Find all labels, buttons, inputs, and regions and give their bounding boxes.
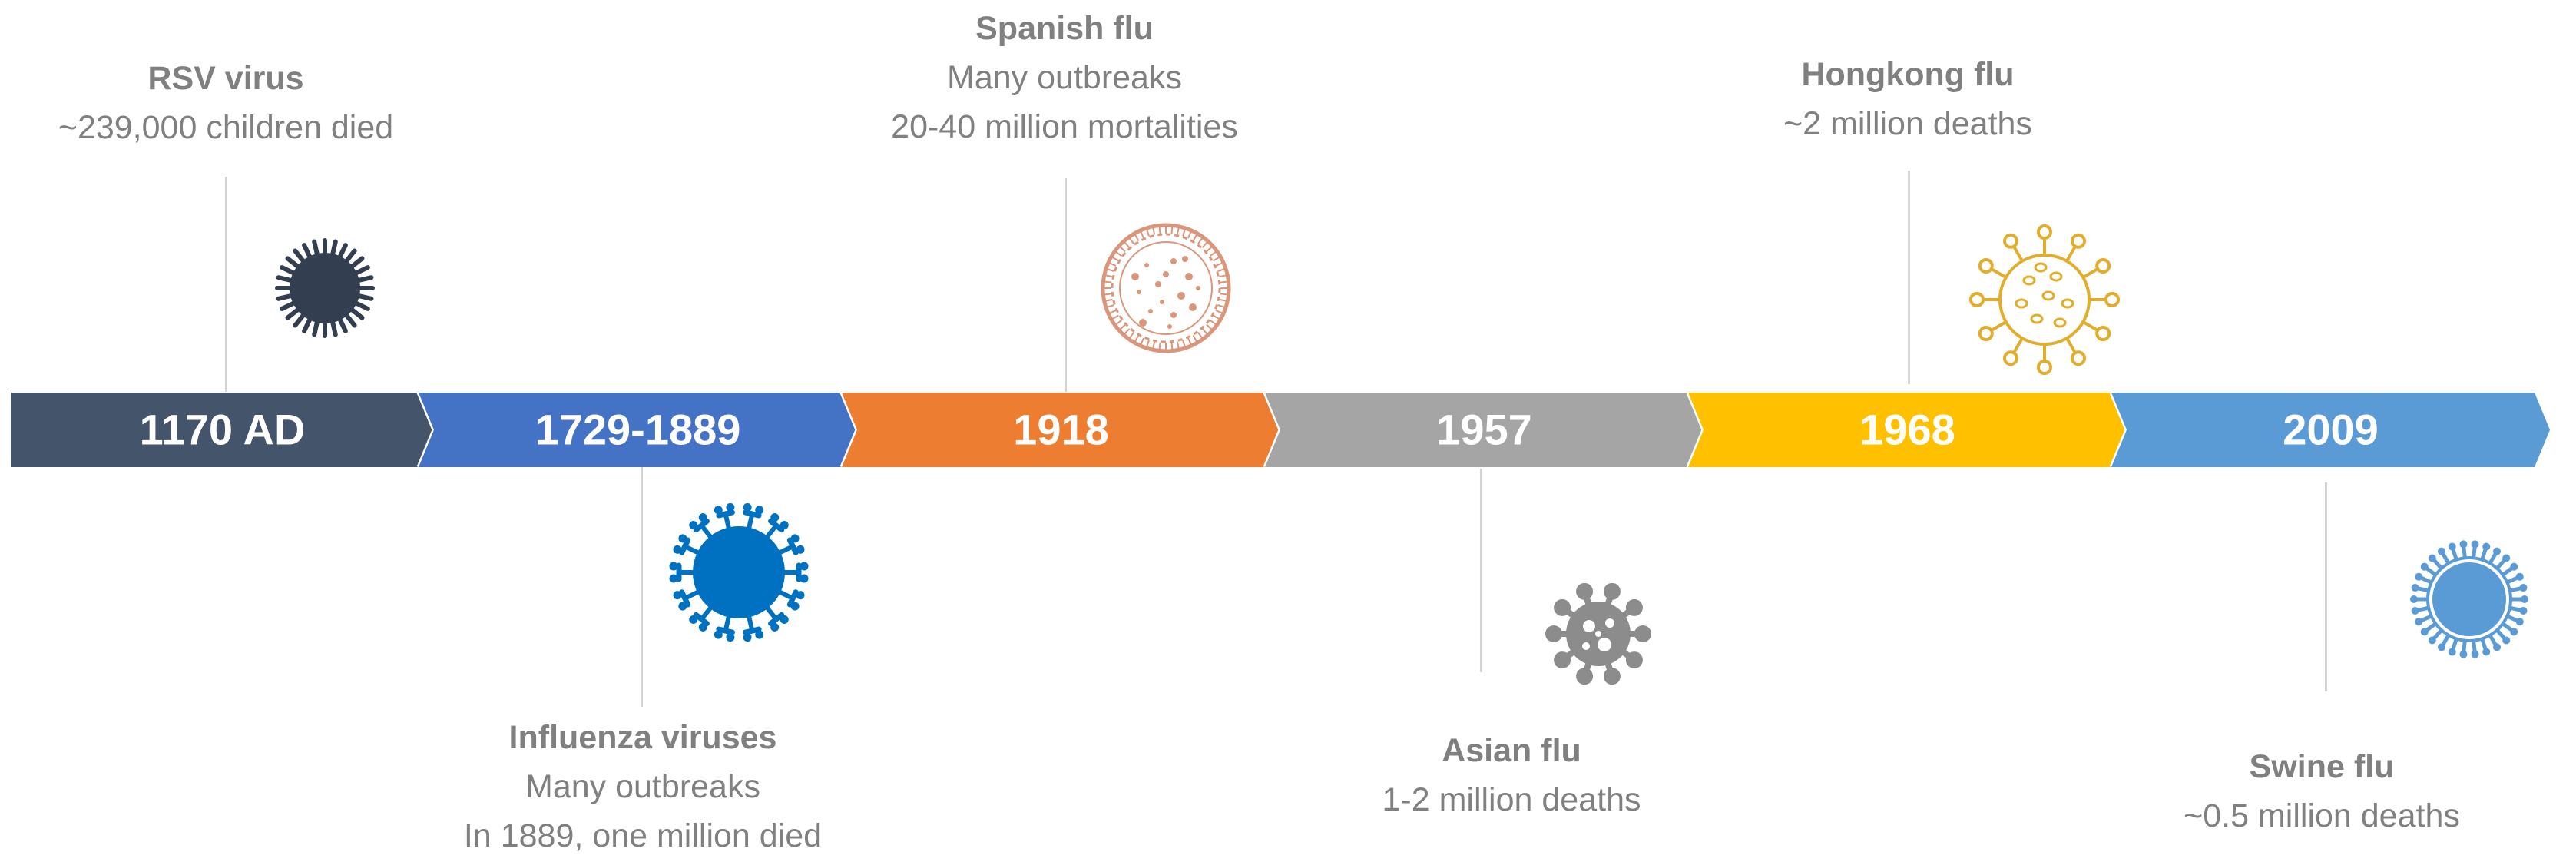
event-label-influenza: Influenza viruses Many outbreaks In 1889… [374,713,912,860]
event-detail: Many outbreaks [525,768,760,805]
gray-coronavirus-icon [1545,582,1651,685]
timeline-year-label: 1957 [1436,406,1532,454]
connector-line-3 [1065,178,1067,392]
event-detail: 20-40 million mortalities [891,108,1238,145]
connector-line-5 [1908,171,1910,384]
timeline-year-label: 1968 [1859,406,1955,454]
event-detail: ~0.5 million deaths [2184,797,2460,834]
event-label-swine-flu: Swine flu ~0.5 million deaths [2053,742,2576,840]
dark-virus-icon [275,238,375,338]
connector-line-6 [2325,482,2327,691]
timeline-segment-1 [11,393,434,467]
event-label-hongkong-flu: Hongkong flu ~2 million deaths [1639,50,2177,148]
timeline-year-label: 1918 [1013,406,1109,454]
timeline-segment-5 [1688,393,2127,467]
timeline-year-label: 1170 AD [140,406,306,454]
blue-influenza-virus-icon [669,502,809,642]
event-detail: ~2 million deaths [1783,105,2032,142]
connector-line-2 [641,467,643,707]
timeline-year-label: 2009 [2283,406,2379,454]
timeline-segment-4 [1265,393,1704,467]
timeline-year-label: 1729-1889 [535,406,741,454]
event-label-rsv: RSV virus ~239,000 children died [0,54,495,152]
connector-line-1 [225,177,227,392]
event-title: Swine flu [2249,748,2395,785]
event-label-asian-flu: Asian flu 1-2 million deaths [1243,726,1780,824]
event-title: Spanish flu [975,10,1154,47]
connector-line-4 [1480,469,1482,672]
timeline-segment-3 [842,393,1280,467]
event-title: Asian flu [1442,732,1581,769]
light-blue-virus-icon [2410,540,2528,658]
event-detail: ~239,000 children died [58,109,394,146]
sketched-virus-icon [1101,223,1231,353]
event-detail: In 1889, one million died [463,817,823,854]
timeline-segment-2 [419,393,857,467]
event-detail: 1-2 million deaths [1382,781,1641,818]
event-label-spanish-flu: Spanish flu Many outbreaks 20-40 million… [796,4,1333,151]
event-detail: Many outbreaks [947,59,1182,96]
timeline-segment-6 [2111,393,2550,467]
event-title: Hongkong flu [1801,56,2015,93]
event-title: Influenza viruses [508,719,777,756]
event-title: RSV virus [147,60,304,97]
outlined-yellow-virus-icon [1969,224,2120,375]
